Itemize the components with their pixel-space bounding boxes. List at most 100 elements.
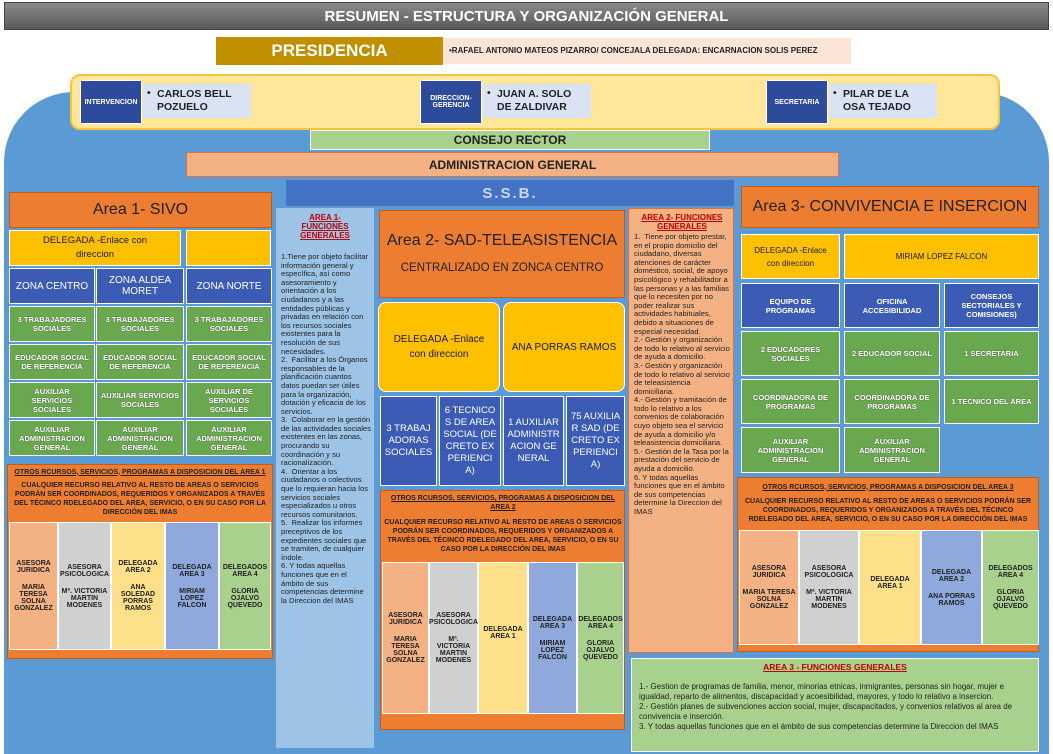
area3-delegada-name: MIRIAM LOPEZ FALCON (844, 234, 1039, 279)
area2-resource-cell: DELEGADA AREA 1 (478, 562, 528, 714)
area3-delegada: DELEGADA -Enlace con direccion (741, 234, 840, 279)
area2-title: Area 2- SAD-TELEASISTENCIA (386, 232, 618, 249)
area2-staff-cell: 3 TRABAJADORAS SOCIALES (380, 396, 437, 486)
resource-role: DELEGADA AREA 3 (532, 615, 573, 630)
area3-resource-cell: DELEGADA AREA 2 ANA PORRAS RAMOS (921, 530, 982, 645)
area2-resource-cell: ASESORA PSICOLOGICA Mª. VICTORIA MARTIN M… (429, 562, 478, 714)
area3-funciones-text: 1.- Gestion de programas de familia, men… (639, 682, 1013, 731)
area3-staff-cell: 1 TECNICO DEL AREA (944, 379, 1039, 424)
area2-funciones-box (628, 208, 734, 653)
area3-resource-cell: ASESORA JURIDICA MARIA TERESA SOLNA GONZA… (739, 530, 799, 645)
resource-person: MIRIAM LOPEZ FALCON (538, 639, 567, 661)
area1-funciones-text: 1.Tiene por objeto facilitar información… (281, 253, 371, 605)
area1-resource-cell: ASESORA JURIDICA MARIA TERESA SOLNA GONZA… (9, 522, 58, 650)
resource-role: ASESORA PSICOLOGICA (804, 565, 854, 579)
area1-otros-text: CUALQUIER RECURSO RELATIVO AL RESTO DE A… (14, 482, 266, 516)
area3-title: Area 3- CONVIVENCIA E INSERCION (741, 186, 1039, 228)
area3-unit: EQUIPO DE PROGRAMAS (741, 283, 840, 328)
presidencia-text: •RAFAEL ANTONIO MATEOS PIZARRO/ CONCEJAL… (443, 38, 851, 64)
area1-staff-cell: AUXILIAR DE SERVICIOS SOCIALES (186, 382, 272, 418)
direccion-name: •JUAN A. SOLO DE ZALDIVAR (483, 84, 591, 118)
area1-staff-cell: EDUCADOR SOCIAL DE REFERENCIA (186, 344, 272, 380)
area3-staff-cell: 1 SECRETARIA (944, 331, 1039, 376)
resource-role: DELEGADA AREA 1 (483, 626, 523, 640)
resource-role: ASESORA JURIDICA (388, 612, 423, 626)
secretaria-label: SECRETARIA (766, 80, 828, 124)
area3-funciones-box (631, 658, 1039, 752)
resource-role: ASESORA PSICOLOGICA (429, 612, 479, 626)
area1-otros-title: OTROS RCURSOS, SERVICIOS, PROGRAMAS A DI… (14, 468, 266, 476)
resource-person: ANA SOLEDAD PORRAS RAMOS (120, 584, 156, 612)
area1-staff-cell: 3 TRABAJADORES SOCIALES (96, 306, 184, 342)
page-title: RESUMEN - ESTRUCTURA Y ORGANIZACIÓN GENE… (4, 2, 1049, 30)
area2-resource-cell: DELEGADA AREA 3 MIRIAM LOPEZ FALCON (528, 562, 577, 714)
area1-staff-cell: AUXILIAR SERVICIOS SOCIALES (96, 382, 184, 418)
resource-role: DELEGADA AREA 2 (931, 568, 972, 583)
resource-person: MARIA TERESA SOLNA GONZALEZ (386, 636, 425, 664)
area3-funciones-title: AREA 3 - FUNCIONES GENERALES (763, 662, 907, 672)
area3-resource-cell: DELEGADOS AREA 4 GLORIA OJALVO QUEVEDO (982, 530, 1039, 645)
intervencion-name: •CARLOS BELL POZUELO (143, 84, 251, 118)
resource-person: ANA PORRAS RAMOS (928, 592, 975, 607)
resource-role: DELEGADA AREA 1 (870, 575, 910, 590)
area1-staff-cell: AUXILIAR ADMINISTRACION GENERAL (9, 420, 95, 456)
resource-person: MARIA TERESA SOLNA GONZALEZ (14, 584, 53, 612)
resource-role: DELEGADA AREA 3 (172, 563, 212, 578)
resource-person: GLORIA OJALVO QUEVEDO (992, 589, 1028, 610)
area3-staff-cell: COORDINADORA DE PROGRAMAS (844, 379, 940, 424)
direccion-name-text: JUAN A. SOLO DE ZALDIVAR (497, 88, 572, 113)
area3-unit: CONSEJOS SECTORIALES Y COMISIONES) (944, 283, 1039, 328)
area3-staff-cell: COORDINADORA DE PROGRAMAS (741, 379, 840, 424)
area3-staff-cell: 2 EDUCADORES SOCIALES (741, 331, 840, 376)
area1-zone: ZONA NORTE (186, 268, 272, 304)
area1-staff-cell: AUXILIAR SERVICIOS SOCIALES (9, 382, 95, 418)
area2-funciones-title: AREA 2- FUNCIONES GENERALES (641, 213, 723, 231)
resource-person: Mª. VICTORIA MARTIN MODENES (61, 587, 108, 609)
area1-resource-cell: ASESORA PSICOLOGICA Mª. VICTORIA MARTIN M… (58, 522, 111, 650)
area3-resource-cell: DELEGADA AREA 1 (859, 530, 921, 645)
area2-header (379, 210, 625, 298)
presidencia-label: PRESIDENCIA (216, 37, 443, 65)
area1-staff-cell: AUXILIAR ADMINISTRACION GENERAL (186, 420, 272, 456)
resource-role: DELEGADA AREA 2 (118, 560, 158, 574)
area3-otros-text: CUALQUIER RECURSO RELATIVO AL RESTO DE A… (745, 497, 1031, 523)
area1-staff-cell: AUXILIAR ADMINISTRACION GENERAL (96, 420, 184, 456)
area2-staff-cell: 1 AUXILIAR ADMINISTRACION GENERAL (503, 396, 564, 486)
resource-role: DELEGADOS AREA 4 (578, 615, 623, 630)
area1-funciones-title: AREA 1- FUNCIONES GENERALES (300, 212, 350, 240)
area2-subtitle: CENTRALIZADO EN ZONCA CENTRO (400, 262, 604, 274)
area3-unit: OFICINA ACCESIBILIDAD (844, 283, 940, 328)
area1-delegada-empty (186, 230, 271, 266)
secretaria-name-text: PILAR DE LA OSA TEJADO (843, 88, 911, 113)
area2-delegada: DELEGADA -Enlace con direccion (378, 302, 500, 392)
resource-person: MARIA TERESA SOLNA GONZALEZ (742, 589, 796, 610)
resource-role: ASESORA JURIDICA (751, 565, 787, 579)
resource-role: ASESORA PSICOLOGICA (60, 563, 110, 578)
resource-role: ASESORA JURIDICA (16, 560, 51, 574)
area1-funciones-box (276, 208, 374, 748)
consejo-rector: CONSEJO RECTOR (310, 130, 710, 150)
area1-staff-cell: EDUCADOR SOCIAL DE REFERENCIA (9, 344, 95, 380)
area2-funciones-text: 1. Tiene por objeto prestar, en el propi… (634, 233, 730, 516)
area1-staff-cell: 3 TRABAJADORES SOCIALES (9, 306, 95, 342)
area2-otros-title: OTROS RCURSOS, SERVICIOS, PROGRAMAS A DI… (390, 495, 616, 511)
intervencion-label: INTERVENCION (80, 80, 142, 124)
resource-person: GLORIA OJALVO QUEVEDO (582, 639, 618, 661)
area1-resource-cell: DELEGADA AREA 2 ANA SOLEDAD PORRAS RAMOS (111, 522, 165, 650)
area3-staff-cell: AUXILIAR ADMINISTRACION GENERAL (741, 427, 840, 473)
area1-zone: ZONA CENTRO (9, 268, 95, 304)
resource-role: DELEGADOS AREA 4 (222, 563, 268, 578)
ssb-bar: S.S.B. (286, 180, 734, 206)
area2-otros-text: CUALQUIER RECURSO RELATIVO AL RESTO DE A… (384, 519, 622, 553)
area2-delegada-name: ANA PORRAS RAMOS (503, 302, 625, 392)
area2-staff-cell: 75 AUXILIAR SAD (DECRETO EXPERIENCIA) (566, 396, 625, 486)
area1-delegada: DELEGADA -Enlace con direccion (9, 230, 181, 266)
resource-role: DELEGADOS AREA 4 (988, 565, 1033, 579)
area3-staff-cell: AUXILIAR ADMINISTRACION GENERAL (844, 427, 940, 473)
resource-person: GLORIA OJALVO QUEVEDO (227, 587, 263, 609)
resource-person: Mª. VICTORIA MARTIN MODENES (435, 636, 472, 664)
area1-staff-cell: 3 TRABAJADORES SOCIALES (186, 306, 272, 342)
